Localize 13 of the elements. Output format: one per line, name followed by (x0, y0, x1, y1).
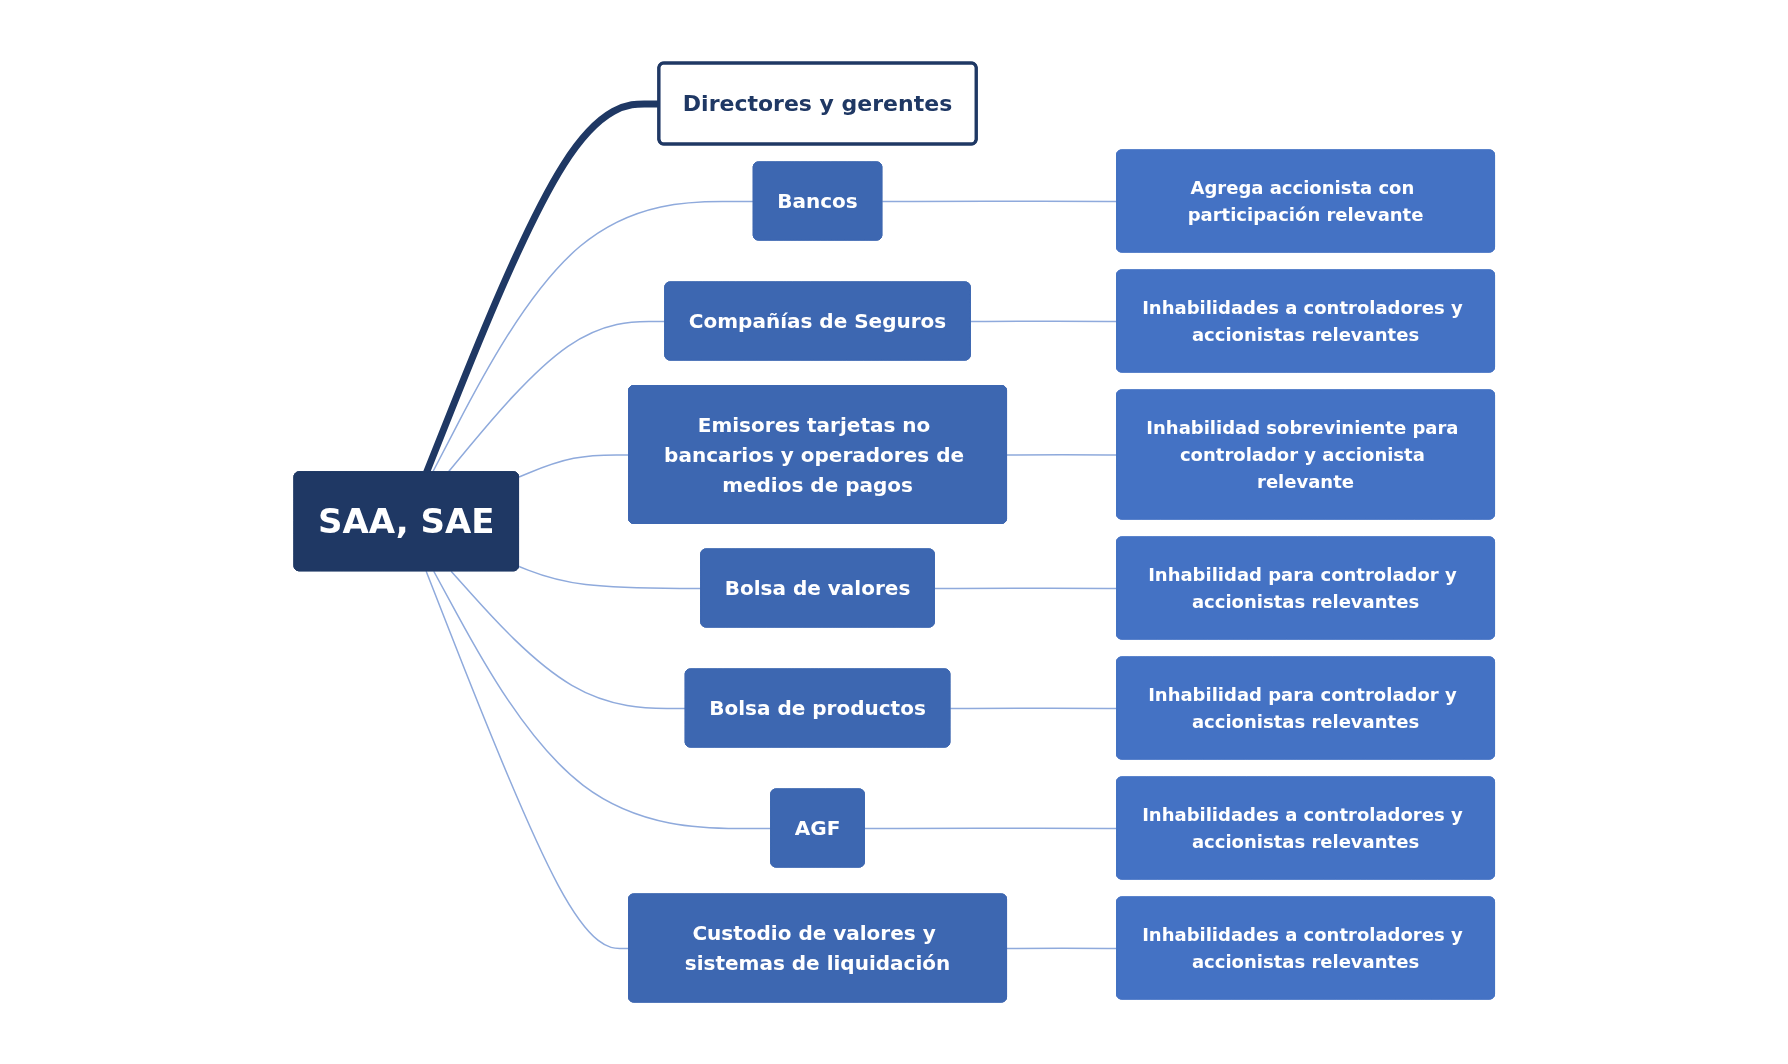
connector (447, 320, 666, 473)
connector (969, 319, 1118, 322)
connector (518, 565, 702, 589)
connector (881, 199, 1118, 202)
connector (518, 453, 630, 478)
connector (933, 586, 1118, 589)
connector (432, 570, 772, 829)
connector (863, 826, 1118, 829)
connector (425, 570, 630, 949)
connector (431, 200, 755, 473)
connector (1006, 946, 1118, 949)
connector (1006, 453, 1118, 456)
connector (949, 706, 1118, 709)
